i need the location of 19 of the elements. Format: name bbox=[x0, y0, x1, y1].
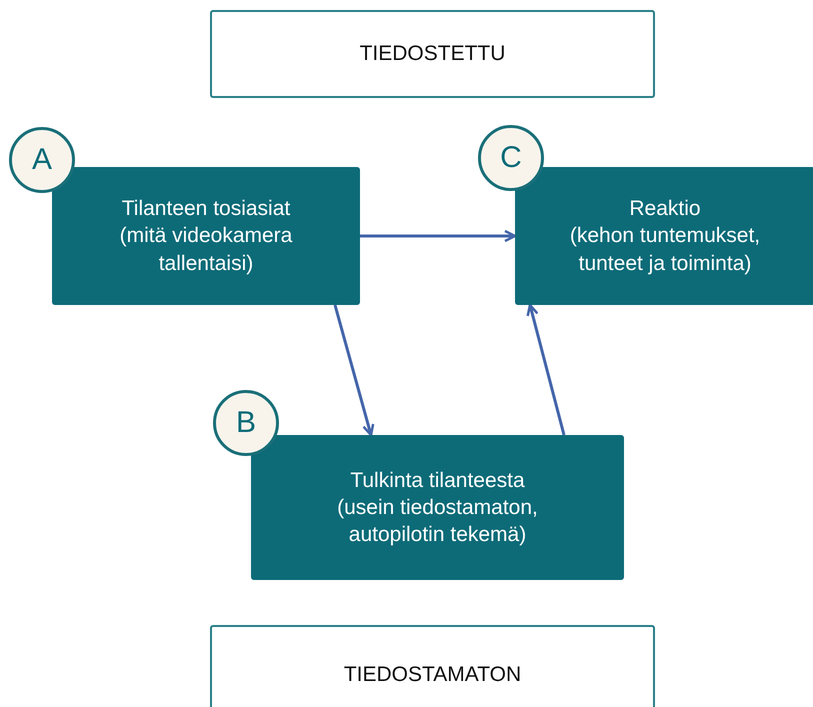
arrow bbox=[334, 304, 374, 436]
box-title: Reaktio bbox=[629, 196, 701, 222]
box-title: Tulkinta tilanteesta bbox=[350, 468, 525, 494]
step-letter: C bbox=[500, 141, 522, 175]
level-box bbox=[210, 10, 655, 98]
process-box bbox=[52, 167, 360, 305]
process-box bbox=[251, 435, 624, 580]
box-title: Tilanteen tosiasiat bbox=[122, 196, 290, 222]
process-box bbox=[515, 167, 813, 305]
step-letter: A bbox=[32, 143, 52, 177]
box-description: (kehon tuntemukset, tunteet ja toiminta) bbox=[568, 223, 762, 277]
arrow bbox=[360, 230, 516, 242]
box-title: TIEDOSTETTU bbox=[360, 42, 506, 66]
step-letter: B bbox=[236, 406, 256, 440]
box-title: TIEDOSTAMATON bbox=[344, 663, 522, 687]
box-description: (mitä videokamera tallentaisi) bbox=[118, 223, 294, 277]
box-description: (usein tiedostamaton, autopilotin tekemä) bbox=[336, 494, 539, 548]
level-box bbox=[210, 625, 655, 707]
arrow bbox=[526, 304, 566, 436]
